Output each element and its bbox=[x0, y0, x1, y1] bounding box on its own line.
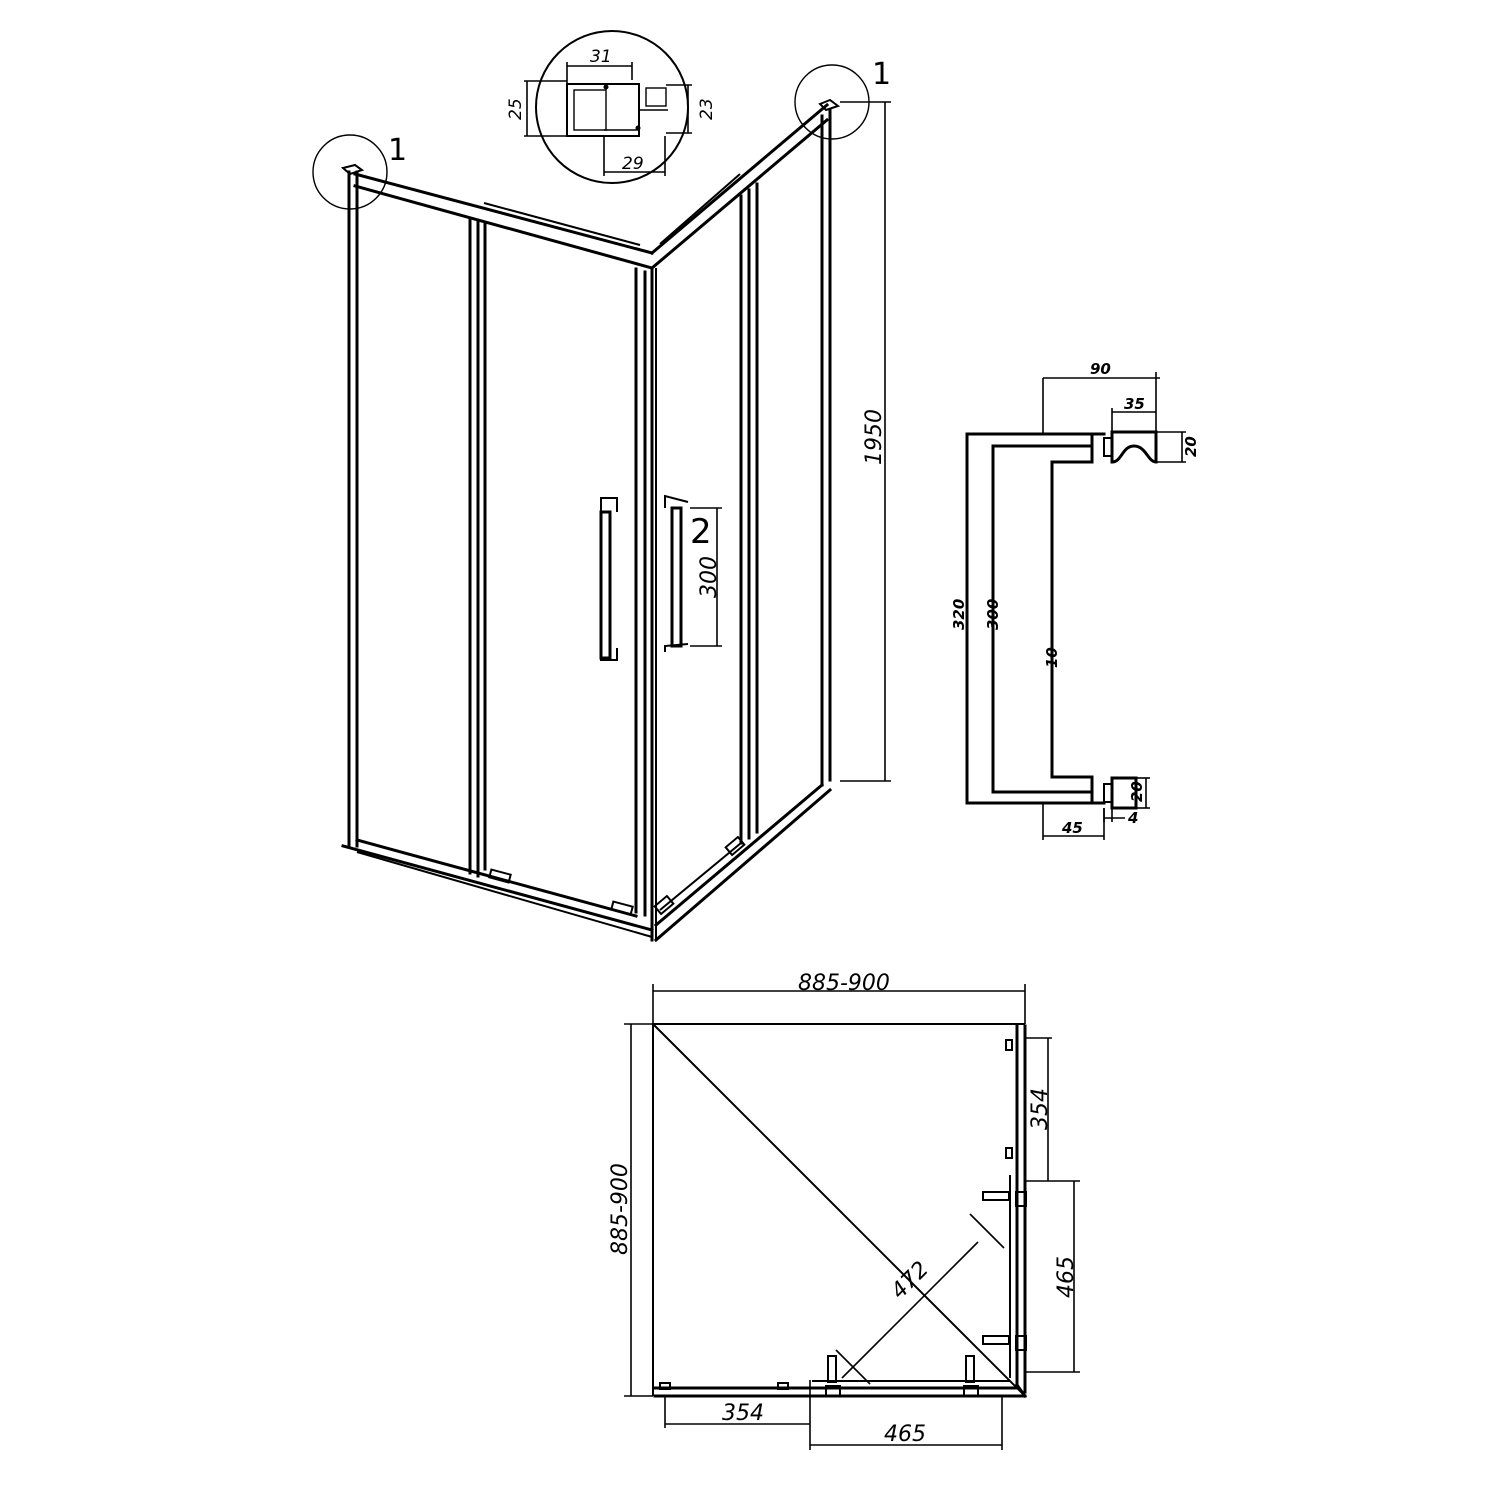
mount-bottom bbox=[1110, 776, 1138, 810]
handle-depth-dim: 90 bbox=[1090, 360, 1111, 378]
right-door-dim: 465 bbox=[1054, 1256, 1079, 1298]
bar-length-dim: 300 bbox=[984, 599, 1002, 630]
detail-dim-left: 25 bbox=[506, 98, 526, 120]
mount-bottom-height-dim: 20 bbox=[1128, 781, 1146, 802]
handle-marker: 2 bbox=[690, 512, 712, 552]
handle-length-dim: 300 bbox=[697, 556, 722, 598]
bottom-door-dim: 465 bbox=[884, 1422, 926, 1447]
profile-section bbox=[566, 83, 640, 137]
enclosure-elevation: 1 1 bbox=[312, 57, 891, 943]
right-fixed-dim: 354 bbox=[1028, 1088, 1053, 1130]
gap-dim: 4 bbox=[1127, 809, 1138, 827]
mount-width-dim: 35 bbox=[1124, 395, 1145, 413]
door-handle-right[interactable] bbox=[664, 494, 689, 652]
height-dim: 1950 bbox=[862, 409, 887, 465]
mount-top-height-dim: 20 bbox=[1182, 436, 1200, 457]
detail-dim-right: 23 bbox=[697, 98, 717, 120]
door-handle-left[interactable] bbox=[599, 497, 618, 661]
plan-view: 885-900 885-900 bbox=[608, 971, 1080, 1450]
plan-depth-dim: 885-900 bbox=[608, 1163, 633, 1255]
offset-dim: 45 bbox=[1061, 819, 1083, 837]
handle-detail: 90 35 20 20 4 45 320 300 10 bbox=[950, 360, 1200, 840]
overall-length-dim: 320 bbox=[950, 599, 968, 630]
detail-marker-right: 1 bbox=[872, 57, 891, 92]
profile-detail: 31 25 23 29 bbox=[506, 30, 717, 184]
detail-marker-left: 1 bbox=[388, 133, 407, 168]
plan-width-dim: 885-900 bbox=[798, 971, 890, 996]
bottom-fixed-dim: 354 bbox=[722, 1401, 764, 1426]
detail-dim-bottom: 29 bbox=[622, 154, 644, 174]
detail-dim-top: 31 bbox=[590, 47, 612, 67]
plan-diagonal bbox=[652, 1023, 1026, 1397]
mount-top bbox=[1110, 430, 1158, 464]
bar-diameter-dim: 10 bbox=[1043, 647, 1061, 668]
